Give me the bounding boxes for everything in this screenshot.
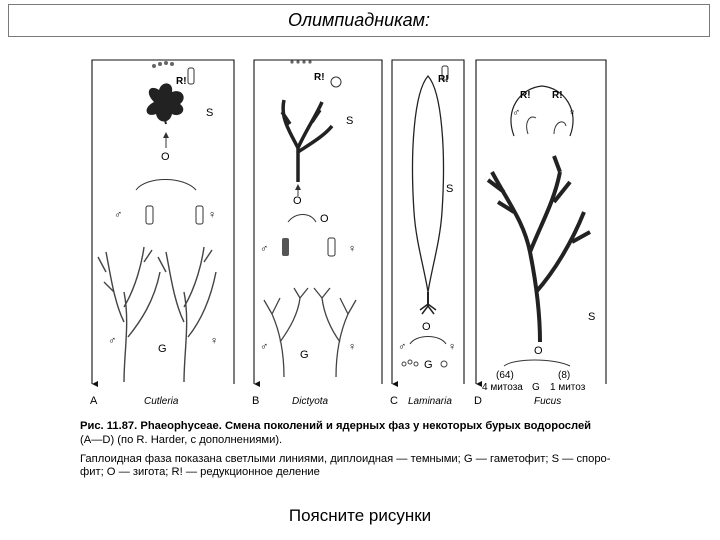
svg-text:O: O — [320, 213, 329, 225]
label-g-a: G — [158, 343, 167, 355]
caption-line-3: Гаплоидная фаза показана светлыми линиям… — [80, 453, 640, 467]
label-female-b: ♀ — [348, 243, 356, 255]
panel-d-drawing: R! R! ♂ ♀ S O (64) (8) 4 митоза G 1 мито… — [474, 86, 595, 407]
panel-genus-d: Fucus — [534, 396, 561, 407]
footer-prompt: Поясните рисунки — [0, 506, 720, 526]
svg-text:♀: ♀ — [210, 335, 218, 347]
caption-line-2: (A—D) (по R. Harder, с дополнениями). — [80, 434, 640, 448]
dictyota-gametophytes — [264, 288, 356, 377]
label-g-d: G — [532, 382, 540, 393]
panel-genus-b: Dictyota — [292, 396, 329, 407]
svg-text:♂: ♂ — [260, 341, 268, 353]
label-o-d: O — [534, 345, 543, 357]
bottom-arrows — [92, 381, 482, 387]
label-s-d: S — [588, 311, 595, 323]
panel-letter-d: D — [474, 395, 482, 407]
cutleria-sporophyte — [147, 83, 184, 121]
cutleria-gametophytes — [98, 247, 216, 382]
fucus-thallus — [488, 156, 590, 342]
dictyota-sporophyte — [282, 100, 332, 182]
label-female-c: ♀ — [448, 341, 456, 353]
label-male-a: ♂ — [114, 209, 122, 221]
label-r-b: R! — [314, 72, 325, 83]
label-r-d1: R! — [520, 90, 531, 101]
label-s-a: S — [206, 107, 213, 119]
label-d-8: (8) — [558, 370, 570, 381]
label-o-b: O — [293, 195, 302, 207]
label-r-a: R! — [176, 76, 187, 87]
label-female-d: ♀ — [568, 107, 576, 119]
label-g-b: G — [300, 349, 309, 361]
panel-a-drawing: R! S O ♂ ♀ ♂ G ♀ A Cutleria — [90, 61, 218, 407]
label-d-4mit: 4 митоза — [482, 382, 523, 393]
panel-c-drawing: R! S O ♂ ♀ G C Laminaria — [390, 66, 456, 407]
header-title: Олимпиадникам: — [288, 10, 430, 31]
panel-letter-c: C — [390, 395, 398, 407]
label-male-c: ♂ — [398, 341, 406, 353]
label-o-c: O — [422, 321, 431, 333]
label-d-1mit: 1 митоз — [550, 382, 586, 393]
label-g-c: G — [424, 359, 433, 371]
panel-letter-a: A — [90, 395, 98, 407]
panel-genus-c: Laminaria — [408, 396, 452, 407]
svg-text:♀: ♀ — [348, 341, 356, 353]
caption-line-4: фит; O — зигота; R! — редукционное делен… — [80, 466, 640, 480]
label-s-b: S — [346, 115, 353, 127]
svg-text:♂: ♂ — [108, 335, 116, 347]
frame-c — [392, 60, 464, 384]
label-female-a: ♀ — [208, 209, 216, 221]
laminaria-blade — [413, 76, 444, 292]
figure-svg: R! S O ♂ ♀ ♂ G ♀ A Cutleria R! S — [84, 52, 640, 412]
label-r-d2: R! — [552, 90, 563, 101]
panel-genus-a: Cutleria — [144, 396, 179, 407]
label-male-d: ♂ — [512, 107, 520, 119]
header-box: Олимпиадникам: — [8, 4, 710, 37]
life-cycle-figure: R! S O ♂ ♀ ♂ G ♀ A Cutleria R! S — [84, 52, 640, 412]
caption-line-1: Рис. 11.87. Phaeophyceae. Смена поколени… — [80, 420, 640, 434]
label-d-64: (64) — [496, 370, 514, 381]
figure-caption: Рис. 11.87. Phaeophyceae. Смена поколени… — [80, 420, 640, 480]
label-r-c: R! — [438, 74, 449, 85]
panel-b-drawing: R! S O O ♂ ♀ ♂ G ♀ B Dictyota — [252, 60, 356, 407]
label-s-c: S — [446, 183, 453, 195]
label-o-a: O — [161, 151, 170, 163]
label-male-b: ♂ — [260, 243, 268, 255]
panel-letter-b: B — [252, 395, 259, 407]
